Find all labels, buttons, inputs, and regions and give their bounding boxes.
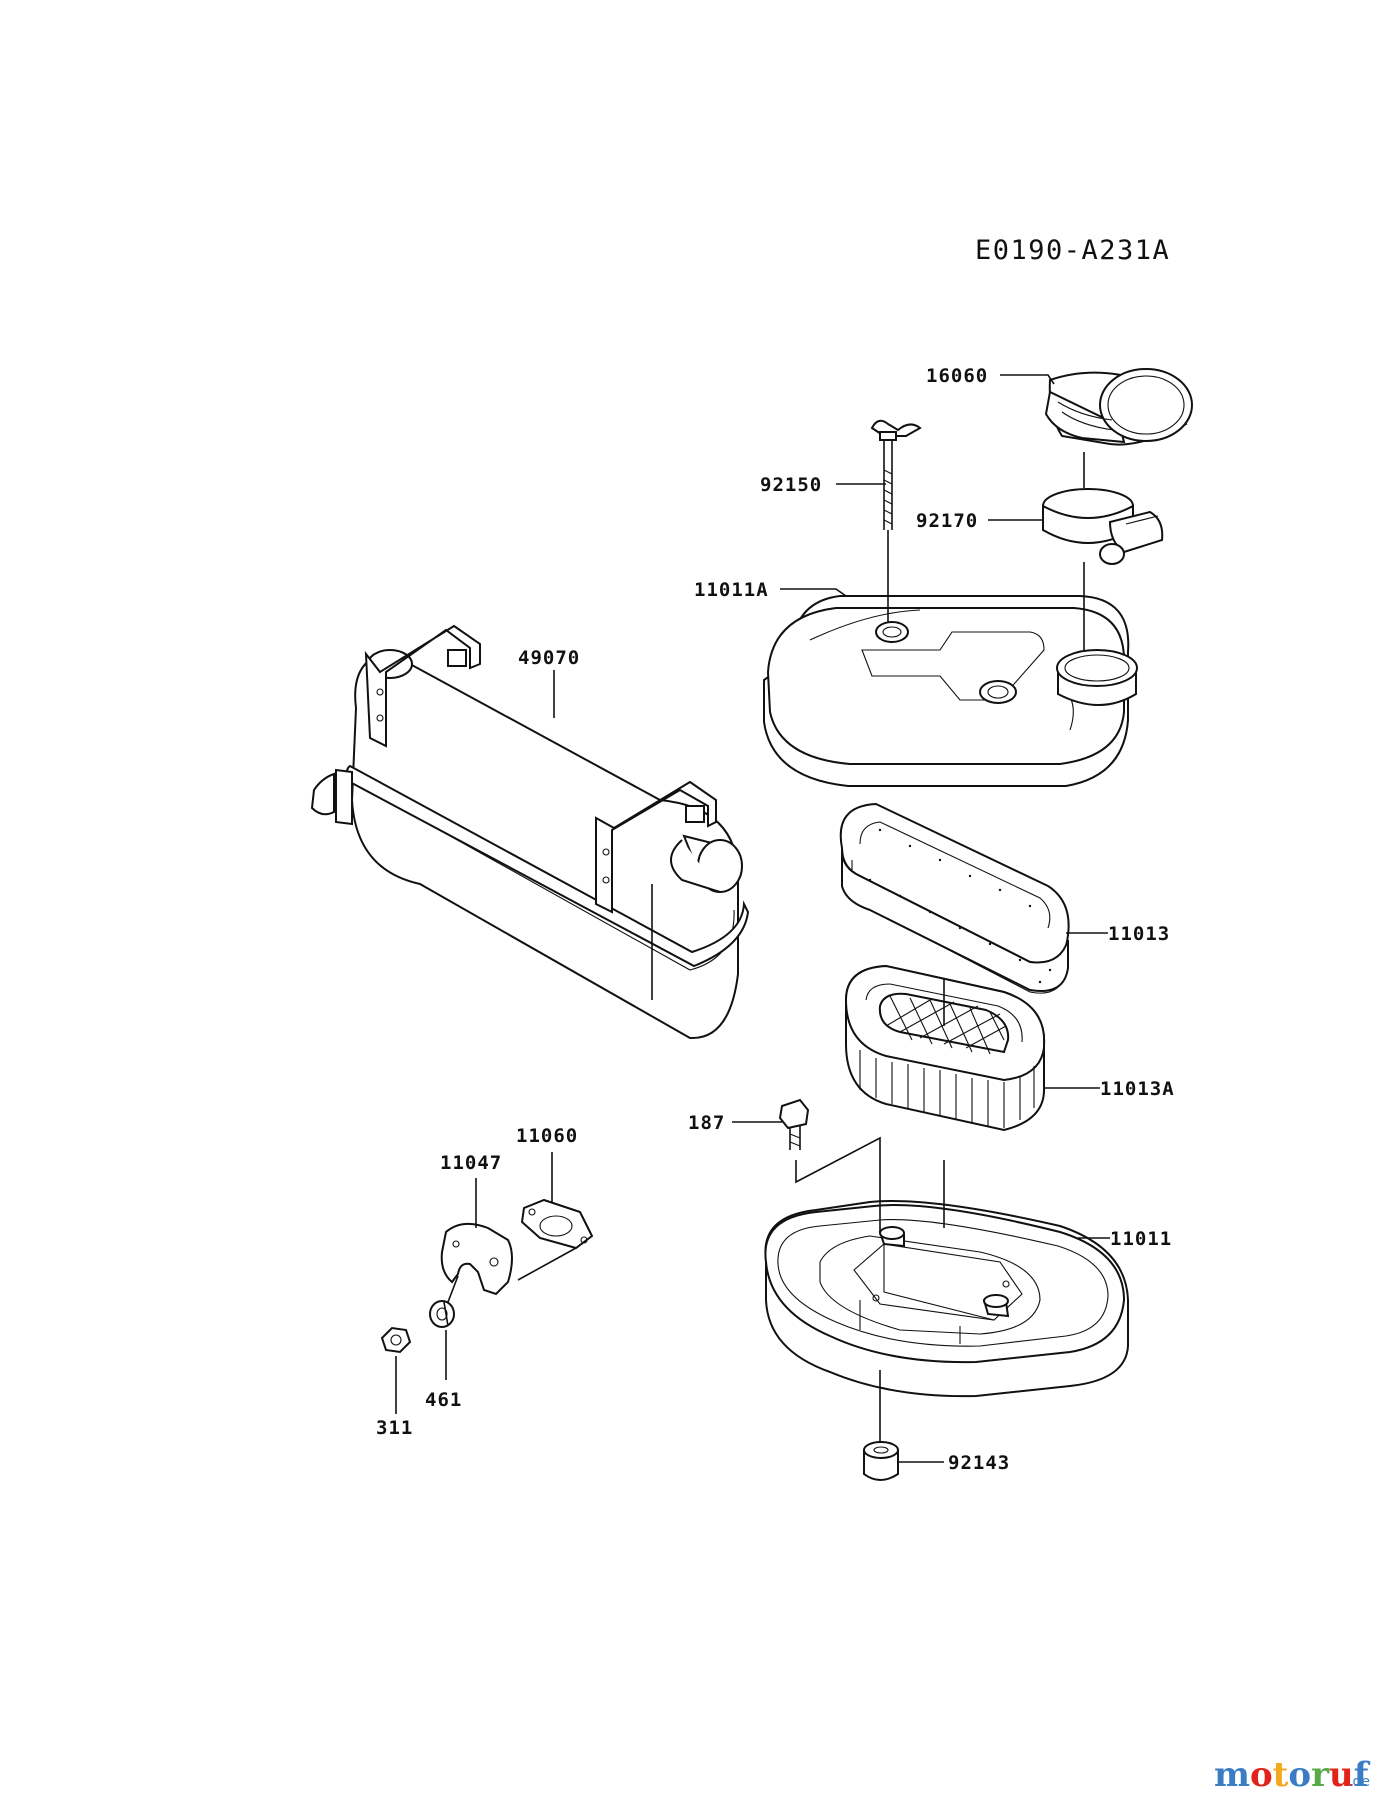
- air-filter-element-11013a-drawing: [844, 964, 1046, 1132]
- part-label-461: 461: [425, 1389, 462, 1411]
- watermark-letter: o: [1288, 1755, 1311, 1795]
- collar-92143-drawing: [863, 1441, 899, 1481]
- pre-filter-11013-drawing: [839, 802, 1070, 994]
- bracket-11047-drawing: [440, 1222, 513, 1296]
- part-label-11060: 11060: [516, 1125, 578, 1147]
- part-label-11011a: 11011A: [694, 579, 769, 601]
- muffler-49070-drawing: [310, 624, 750, 1040]
- part-label-92170: 92170: [916, 510, 978, 532]
- part-label-311: 311: [376, 1417, 413, 1439]
- nut-311-drawing: [380, 1326, 412, 1354]
- watermark-letter: m: [1214, 1755, 1250, 1795]
- part-label-92150: 92150: [760, 474, 822, 496]
- air-cleaner-cover-11011a-drawing: [763, 595, 1138, 787]
- watermark-letter: o: [1250, 1755, 1273, 1795]
- part-label-49070: 49070: [518, 647, 580, 669]
- diagram-code: E0190-A231A: [975, 235, 1170, 266]
- air-cleaner-base-11011-drawing: [764, 1200, 1129, 1398]
- hose-clamp-92170-drawing: [1042, 488, 1164, 565]
- part-label-11011: 11011: [1110, 1228, 1172, 1250]
- spring-washer-461-drawing: [429, 1300, 455, 1328]
- part-label-11013a: 11013A: [1100, 1078, 1175, 1100]
- watermark-letter: t: [1273, 1755, 1289, 1795]
- part-label-11047: 11047: [440, 1152, 502, 1174]
- gasket-11060-drawing: [520, 1198, 594, 1250]
- watermark-letter: r: [1311, 1755, 1330, 1795]
- wing-bolt-92150-drawing: [870, 419, 922, 530]
- part-number-labels: 16060 92150 92170 11011A 49070 11013 110…: [376, 365, 1175, 1474]
- part-label-187: 187: [688, 1112, 725, 1134]
- elbow-hose-16060-drawing: [1044, 368, 1193, 446]
- leader-lines: [395, 374, 1110, 1463]
- watermark-suffix: .de: [1348, 1774, 1370, 1790]
- assembly-guide-lines: [447, 452, 1085, 1442]
- watermark-letter: f: [1354, 1755, 1371, 1795]
- watermark-letter: u: [1329, 1755, 1354, 1795]
- part-label-16060: 16060: [926, 365, 988, 387]
- bolt-187-drawing: [778, 1098, 810, 1150]
- watermark-logo: motoruf .de: [1214, 1755, 1371, 1795]
- part-label-92143: 92143: [948, 1452, 1010, 1474]
- watermark-text: motoruf: [1214, 1755, 1371, 1795]
- part-label-11013: 11013: [1108, 923, 1170, 945]
